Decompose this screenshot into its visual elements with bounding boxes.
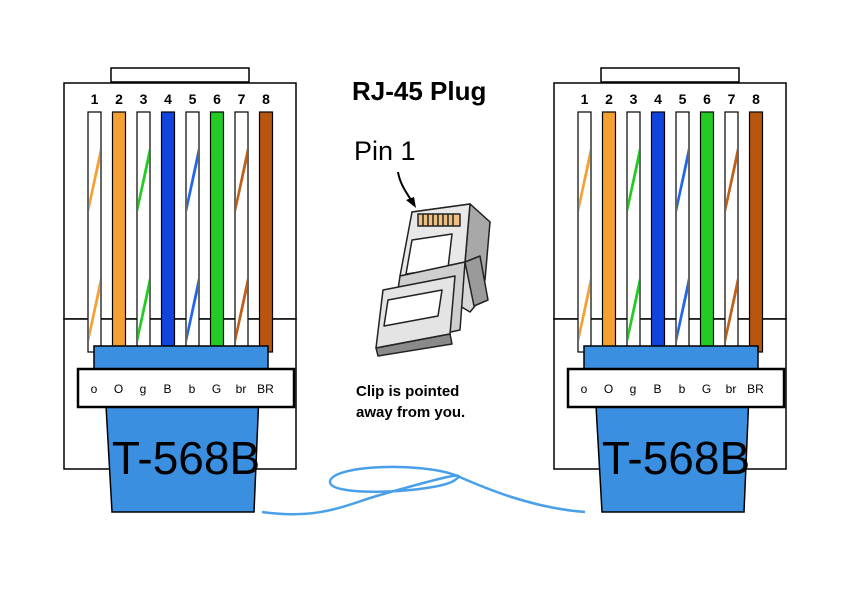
standard-label: T-568B (112, 432, 260, 484)
pin-number: 3 (630, 91, 638, 107)
pin-number: 4 (654, 91, 662, 107)
pin-number: 5 (189, 91, 197, 107)
cable (261, 465, 586, 516)
pin1-label: Pin 1 (354, 136, 416, 166)
color-code: B (163, 382, 171, 396)
pin-number: 4 (164, 91, 172, 107)
pin-number: 1 (91, 91, 99, 107)
color-code: g (630, 382, 637, 396)
color-code: G (702, 382, 711, 396)
wire-5 (675, 111, 690, 353)
wire-3 (626, 111, 641, 353)
color-code: o (581, 382, 588, 396)
pin-number: 8 (752, 91, 760, 107)
latch-bar (110, 67, 250, 83)
wire-6 (209, 111, 225, 353)
color-code: br (236, 382, 247, 396)
color-code: br (726, 382, 737, 396)
color-code: b (189, 382, 196, 396)
wire-7 (234, 111, 249, 353)
color-code-strip (566, 367, 786, 409)
wire-4 (160, 111, 176, 353)
color-code: o (91, 382, 98, 396)
wire-3 (136, 111, 151, 353)
pointer-arrow-icon (397, 171, 416, 208)
color-code: O (114, 382, 123, 396)
pin-number: 8 (262, 91, 270, 107)
wire-7 (724, 111, 739, 353)
wire-4 (650, 111, 666, 353)
pin-number: 7 (728, 91, 736, 107)
pin-number: 3 (140, 91, 148, 107)
wire-1 (577, 111, 592, 353)
color-code: G (212, 382, 221, 396)
wire-1 (87, 111, 102, 353)
color-code: BR (257, 382, 274, 396)
rj45-plug-icon (375, 203, 491, 357)
pin-number: 5 (679, 91, 687, 107)
wire-2 (601, 111, 617, 353)
note-line-1: Clip is pointed (356, 383, 459, 400)
color-code: O (604, 382, 613, 396)
pin-number: 2 (605, 91, 613, 107)
pin-number: 2 (115, 91, 123, 107)
color-code: g (140, 382, 147, 396)
color-code: B (653, 382, 661, 396)
standard-label: T-568B (602, 432, 750, 484)
pin-number: 6 (213, 91, 221, 107)
plug-body (553, 82, 787, 320)
color-code-strip (76, 367, 296, 409)
color-code: b (679, 382, 686, 396)
pin-number: 1 (581, 91, 589, 107)
wire-5 (185, 111, 200, 353)
latch-bar (600, 67, 740, 83)
plug-body (63, 82, 297, 320)
wire-8 (748, 111, 764, 353)
pin-number: 7 (238, 91, 246, 107)
color-code: BR (747, 382, 764, 396)
pin-number: 6 (703, 91, 711, 107)
wire-2 (111, 111, 127, 353)
note-line-2: away from you. (356, 404, 465, 421)
wire-8 (258, 111, 274, 353)
wire-6 (699, 111, 715, 353)
title: RJ-45 Plug (352, 76, 486, 106)
